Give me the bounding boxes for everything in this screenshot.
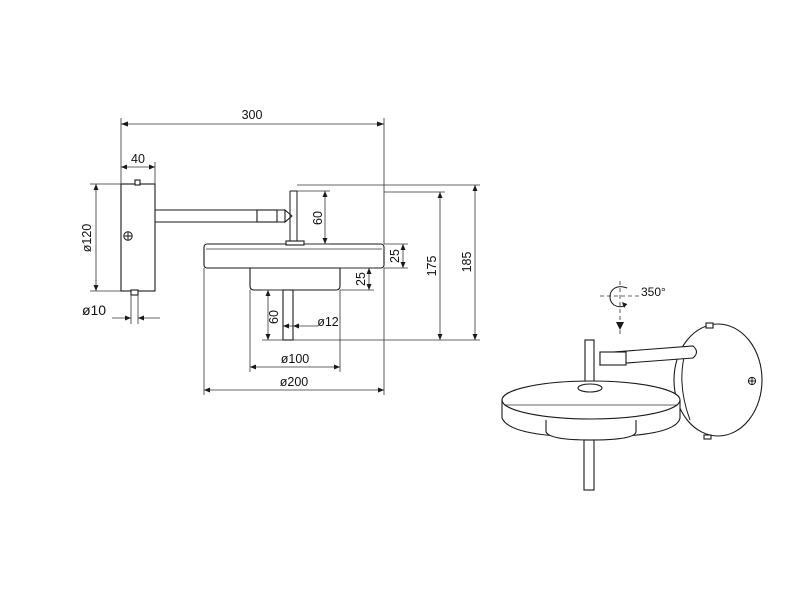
dimension-lines (90, 118, 480, 395)
perspective-arm-joint (599, 351, 627, 366)
dim-stem-height-top: 60 (311, 211, 325, 225)
dim-shade-height: 25 (354, 272, 368, 286)
arm-joint (256, 209, 278, 223)
dim-disc-thickness: 25 (388, 249, 402, 263)
shade (249, 267, 341, 291)
disc-hub (285, 240, 305, 246)
dim-rod-length: 60 (267, 310, 281, 324)
mounting-screw-icon (123, 231, 133, 241)
dim-height-total: 185 (460, 252, 474, 273)
perspective-shade (545, 420, 637, 441)
disc (203, 243, 385, 269)
dim-width-total: 300 (242, 108, 263, 122)
dim-disc-diameter: ø200 (280, 375, 309, 389)
backplate-top-notch (134, 179, 141, 186)
dim-shade-diameter: ø100 (281, 352, 310, 366)
dimension-labels: 300 40 ø120 ø10 60 25 175 185 25 60 ø12 … (80, 108, 474, 389)
dim-backplate-depth: 40 (131, 152, 145, 166)
rotation-arrow-icon (609, 286, 628, 308)
side-elevation (120, 179, 385, 341)
rod (282, 289, 294, 341)
dim-backplate-diameter: ø120 (80, 224, 94, 253)
backplate (120, 183, 156, 292)
perspective-view (501, 322, 763, 491)
perspective-rod (583, 439, 595, 491)
rotation-indicator: 350° (600, 281, 666, 335)
perspective-backplate (673, 322, 763, 440)
dim-height-disc: 175 (425, 256, 439, 277)
switch-stub (130, 289, 139, 296)
rotation-label: 350° (641, 285, 666, 299)
perspective-screw-icon (747, 376, 757, 386)
dim-rod-diameter: ø12 (317, 315, 339, 329)
rotation-down-arrow-icon (616, 322, 624, 330)
arm-tip (284, 208, 293, 224)
dim-switch-diameter: ø10 (82, 302, 106, 318)
